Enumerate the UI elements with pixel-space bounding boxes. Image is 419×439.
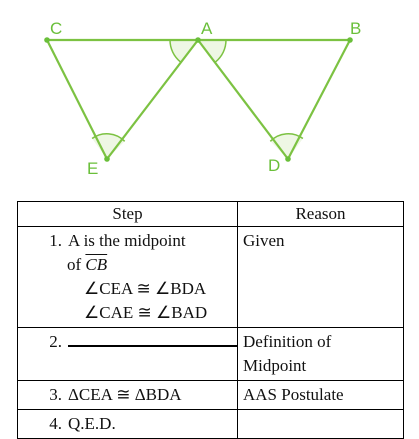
step-cell: 3. ΔCEA ≅ ΔBDA [17, 380, 238, 410]
segment-db [287, 39, 351, 160]
step-number: 3. [49, 385, 62, 404]
reason-line-2: Midpoint [243, 356, 307, 375]
header-step: Step [17, 201, 238, 227]
geometry-figure: C A B E D [44, 19, 361, 178]
segment-ea [106, 39, 199, 160]
reason-line-1: Definition of [243, 332, 332, 351]
angle-bad-mark [198, 40, 227, 62]
point-c [44, 37, 50, 43]
step-cell: 1. A is the midpoint of CB ∠CEA ≅ ∠BDA ∠… [17, 226, 238, 328]
point-d [285, 156, 291, 162]
point-e [104, 156, 110, 162]
header-reason: Reason [237, 201, 404, 227]
step-number: 4. [49, 414, 62, 433]
reason-cell: Given [237, 226, 404, 328]
step-cell: 2. [17, 327, 238, 381]
point-a [195, 37, 201, 43]
proof-table: Step Reason 1. A is the midpoint of CB ∠… [17, 201, 404, 439]
step-text: A is the midpoint [68, 231, 186, 250]
table-row: 1. A is the midpoint of CB ∠CEA ≅ ∠BDA ∠… [17, 226, 404, 328]
step-angle-2: ∠CAE ≅ ∠BAD [84, 303, 208, 322]
step-text-continued: of CB [67, 255, 108, 274]
angle-bda-mark [270, 133, 303, 159]
label-e: E [87, 159, 98, 178]
segment-ad [197, 39, 289, 160]
step-angle-1: ∠CEA ≅ ∠BDA [84, 279, 207, 298]
label-b: B [350, 19, 361, 38]
label-c: C [50, 19, 62, 38]
table-row: 2. Definition of Midpoint [17, 327, 404, 381]
angle-cea-mark [92, 133, 125, 159]
reason-cell: AAS Postulate [237, 380, 404, 410]
label-d: D [268, 156, 280, 175]
table-header-row: Step Reason [17, 201, 404, 227]
step-number: 2. [49, 332, 62, 351]
step-text: Q.E.D. [68, 414, 116, 433]
step-cell: 4. Q.E.D. [17, 409, 238, 439]
reason-cell [237, 409, 404, 439]
table-row: 3. ΔCEA ≅ ΔBDA AAS Postulate [17, 380, 404, 410]
reason-cell: Definition of Midpoint [237, 327, 404, 381]
step-text: ΔCEA ≅ ΔBDA [68, 385, 182, 404]
segment-cb-label: CB [85, 255, 108, 274]
segment-ce [46, 39, 108, 160]
blank-answer-line[interactable] [68, 331, 238, 347]
point-b [347, 37, 353, 43]
label-a: A [201, 19, 213, 38]
angle-cae-mark [169, 40, 198, 62]
step-number: 1. [49, 231, 62, 250]
table-row: 4. Q.E.D. [17, 409, 404, 439]
